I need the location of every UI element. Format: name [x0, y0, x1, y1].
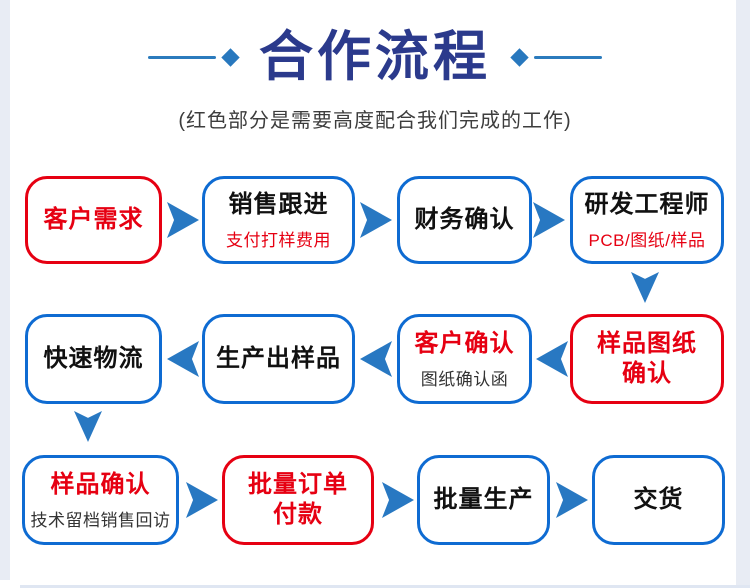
- page-title: 合作流程: [259, 27, 491, 87]
- arrow-right-icon: [533, 202, 565, 238]
- bottom-divider: [20, 585, 750, 588]
- arrow-down-icon: [74, 411, 102, 442]
- arrow-down-icon: [631, 272, 659, 303]
- flow-step-sample-drawing-confirm: 样品图纸 确认: [570, 314, 724, 404]
- step-subtitle: PCB/图纸/样品: [588, 230, 706, 250]
- flow-step-mass-production: 批量生产: [417, 455, 550, 545]
- ornament-line-left: [148, 55, 216, 59]
- step-subtitle: 图纸确认函: [420, 369, 509, 389]
- step-subtitle: 支付打样费用: [226, 230, 331, 250]
- flow-step-customer-demand: 客户需求: [25, 176, 162, 264]
- arrow-left-icon: [536, 341, 568, 377]
- ornament-line-right: [534, 55, 602, 59]
- step-title: 批量订单 付款: [248, 471, 348, 528]
- header: 合作流程: [0, 22, 750, 92]
- flow-step-sales-follow-up: 销售跟进 支付打样费用: [202, 176, 355, 264]
- step-title: 样品确认: [50, 470, 151, 498]
- step-title: 交货: [633, 486, 684, 513]
- step-title: 销售跟进: [228, 190, 329, 218]
- arrow-left-icon: [167, 341, 199, 377]
- flow-step-customer-confirm: 客户确认 图纸确认函: [397, 314, 532, 404]
- arrow-right-icon: [167, 202, 199, 238]
- step-title: 批量生产: [433, 486, 534, 513]
- arrow-left-icon: [360, 341, 392, 377]
- step-title: 客户确认: [414, 329, 515, 357]
- step-title: 样品图纸 确认: [597, 330, 697, 387]
- step-title: 研发工程师: [584, 190, 710, 218]
- page-margin-right: [736, 0, 750, 588]
- step-title: 客户需求: [43, 206, 144, 233]
- step-title: 财务确认: [414, 206, 515, 233]
- diamond-icon: [221, 47, 240, 67]
- flow-step-produce-sample: 生产出样品: [202, 314, 355, 404]
- flow-step-finance-confirm: 财务确认: [397, 176, 532, 264]
- flow-step-delivery: 交货: [592, 455, 725, 545]
- flow-step-fast-logistics: 快速物流: [25, 314, 162, 404]
- arrow-right-icon: [382, 482, 414, 518]
- flow-step-rd-engineer: 研发工程师 PCB/图纸/样品: [570, 176, 724, 264]
- step-subtitle: 技术留档销售回访: [30, 510, 171, 530]
- flow-step-sample-confirm: 样品确认 技术留档销售回访: [22, 455, 179, 545]
- diamond-icon: [510, 47, 529, 67]
- page-subtitle: (红色部分是需要高度配合我们完成的工作): [178, 110, 572, 132]
- flow-step-bulk-order-payment: 批量订单 付款: [222, 455, 374, 545]
- arrow-right-icon: [186, 482, 218, 518]
- arrow-right-icon: [556, 482, 588, 518]
- page-margin-left: [0, 0, 10, 580]
- step-title: 快速物流: [43, 345, 144, 372]
- step-title: 生产出样品: [216, 345, 341, 372]
- arrow-right-icon: [360, 202, 392, 238]
